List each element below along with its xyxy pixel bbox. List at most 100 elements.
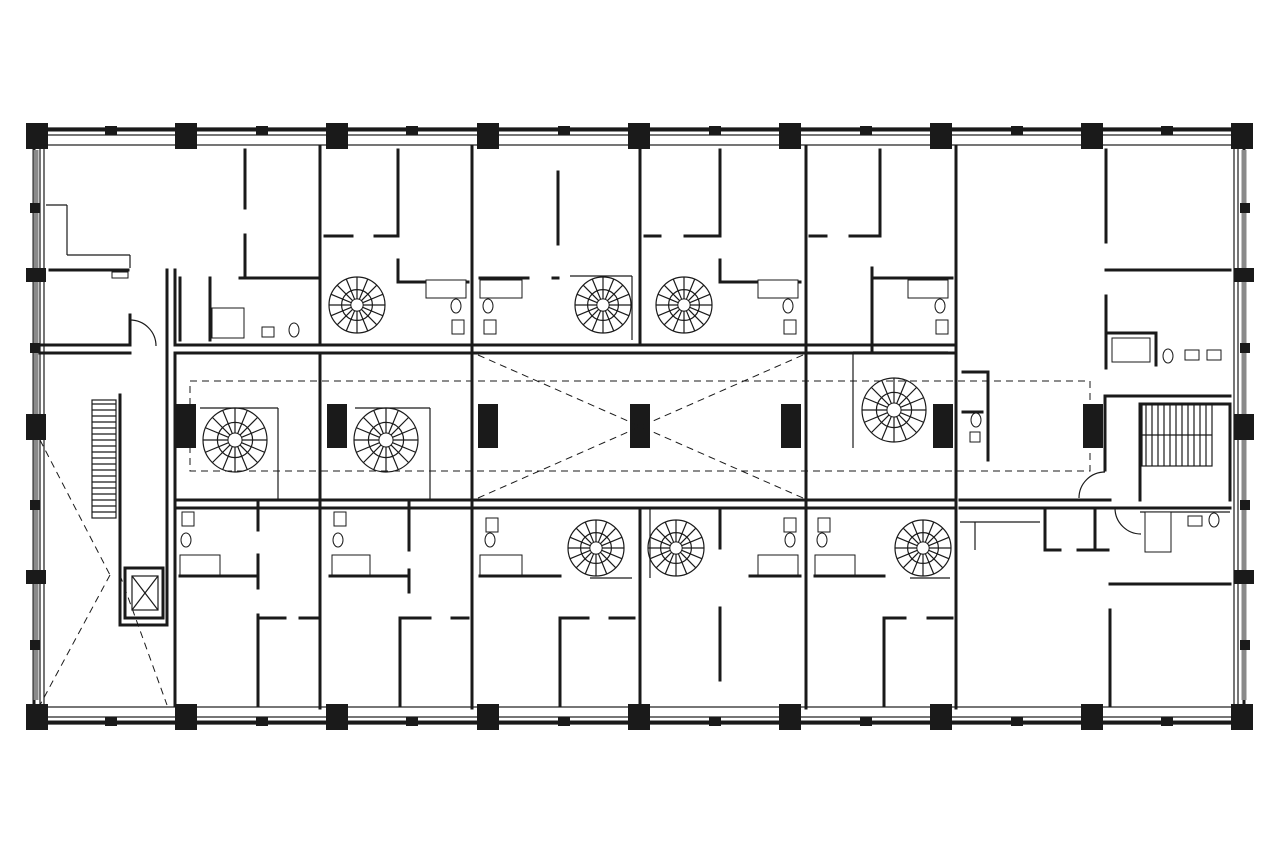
spiral-tread [362, 444, 382, 464]
spiral-tread [392, 427, 416, 438]
spiral-newel [589, 541, 603, 555]
spiral-tread [584, 553, 595, 575]
toilet [782, 298, 794, 314]
spiral-tread [330, 293, 352, 304]
spiral-tread [924, 521, 935, 543]
mullion [1161, 717, 1173, 726]
bathtub [757, 554, 799, 576]
toilet [288, 322, 300, 338]
spiral-tread [358, 278, 369, 300]
core-column [1083, 404, 1103, 448]
spiral-tread [687, 284, 705, 302]
double-height-void [39, 354, 1091, 706]
spiral-tread [606, 284, 624, 302]
spiral-tread [237, 446, 248, 470]
counter [1111, 337, 1151, 363]
spiral-stair [202, 407, 268, 473]
spiral-tread [608, 293, 630, 304]
spiral-tread [604, 310, 615, 332]
spiral-stairs [202, 276, 952, 577]
spiral-tread [902, 527, 920, 545]
spiral-tread [900, 397, 924, 408]
mullion [406, 126, 418, 135]
spiral-stair [647, 519, 705, 577]
bathtub [179, 554, 221, 576]
core-column [781, 404, 801, 448]
mullion [30, 203, 40, 213]
mullion [558, 126, 570, 135]
spiral-tread [655, 527, 673, 545]
spiral-tread [928, 549, 950, 560]
spiral-stair [353, 407, 419, 473]
core-column [327, 404, 347, 448]
spiral-tread [390, 444, 410, 464]
spiral-tread [591, 278, 602, 300]
sink [1187, 515, 1203, 527]
spiral-tread [864, 412, 888, 423]
spiral-stair [567, 519, 625, 577]
structural-columns [26, 123, 1254, 730]
spiral-stair [328, 276, 386, 334]
core-column [630, 404, 650, 448]
mullion [1240, 500, 1250, 510]
spiral-tread [685, 310, 696, 332]
mullion [860, 717, 872, 726]
spiral-tread [345, 278, 356, 300]
spiral-tread [569, 549, 591, 560]
lift-core [123, 566, 165, 620]
core-column [478, 404, 498, 448]
core-column [933, 404, 953, 448]
spiral-tread [336, 308, 354, 326]
spiral-tread [679, 527, 697, 545]
spiral-tread [898, 386, 918, 406]
counter [111, 271, 129, 279]
spiral-tread [356, 442, 380, 453]
spiral-tread [896, 416, 907, 440]
spiral-tread [687, 308, 705, 326]
spiral-tread [237, 410, 248, 434]
sink [181, 511, 195, 527]
spiral-tread [649, 536, 671, 547]
mullion [1011, 126, 1023, 135]
spiral-tread [356, 427, 380, 438]
door-swings [129, 319, 1142, 535]
spiral-tread [222, 446, 233, 470]
spiral-stair [861, 377, 927, 443]
spiral-tread [599, 527, 617, 545]
spiral-tread [864, 397, 888, 408]
toilet [484, 532, 496, 548]
spiral-tread [582, 308, 600, 326]
column [779, 704, 801, 730]
toilet [816, 532, 828, 548]
spiral-stair [655, 276, 713, 334]
spiral-tread [241, 427, 265, 438]
sink [1184, 349, 1200, 361]
spiral-newel [677, 298, 691, 312]
spiral-tread [373, 446, 384, 470]
mullion [1240, 640, 1250, 650]
spiral-tread [582, 284, 600, 302]
column [175, 123, 197, 149]
column [477, 123, 499, 149]
spiral-tread [924, 553, 935, 575]
column [477, 704, 499, 730]
spiral-tread [649, 549, 671, 560]
spiral-newel [350, 298, 364, 312]
sink [969, 431, 981, 443]
spiral-stair [574, 276, 632, 334]
column [175, 704, 197, 730]
column [26, 570, 46, 584]
bathtub [907, 279, 949, 299]
column [930, 704, 952, 730]
spiral-tread [657, 306, 679, 317]
bathtub [1144, 511, 1172, 553]
column [326, 123, 348, 149]
sink [451, 319, 465, 335]
spiral-tread [597, 553, 608, 575]
spiral-tread [657, 293, 679, 304]
sink [333, 511, 347, 527]
mullion [558, 717, 570, 726]
spiral-tread [896, 380, 907, 404]
spiral-stair [894, 519, 952, 577]
column [326, 704, 348, 730]
